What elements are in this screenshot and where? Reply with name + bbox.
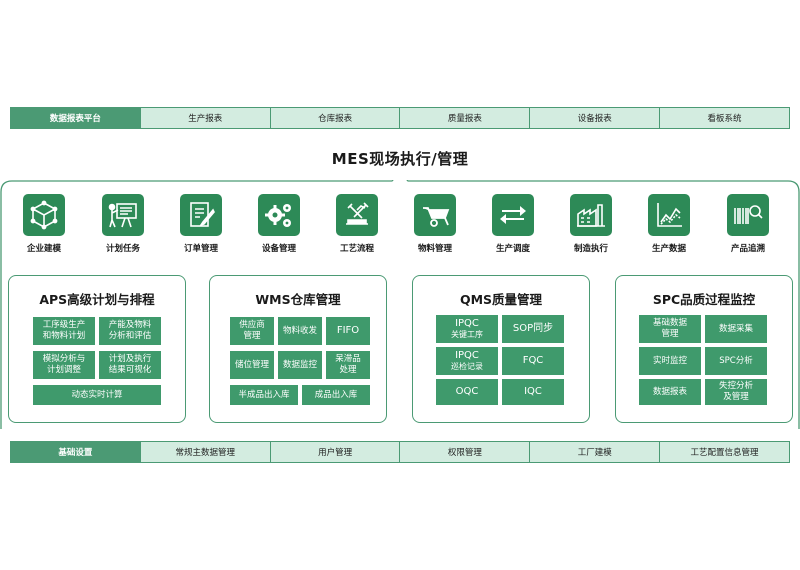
module-material-management[interactable]: 物料管理 xyxy=(409,194,461,254)
wms-box[interactable]: 储位管理 xyxy=(229,350,275,380)
mes-title: MES现场执行/管理 xyxy=(331,150,469,168)
module-production-data[interactable]: 生产数据 xyxy=(643,194,695,254)
module-label: 生产调度 xyxy=(495,244,530,254)
module-production-scheduling[interactable]: 生产调度 xyxy=(487,194,539,254)
report-kanban[interactable]: 看板系统 xyxy=(659,108,789,128)
module-label: 设备管理 xyxy=(261,244,296,254)
factory-icon xyxy=(570,194,612,236)
setting-master-data[interactable]: 常规主数据管理 xyxy=(139,442,270,462)
module-product-traceability[interactable]: 产品追溯 xyxy=(722,194,774,254)
spc-box[interactable]: 数据采集 xyxy=(704,314,768,344)
module-label: 计划任务 xyxy=(105,244,140,254)
wms-box[interactable]: FIFO xyxy=(325,316,371,346)
line-chart-icon xyxy=(648,194,690,236)
spc-box[interactable]: 基础数据管理 xyxy=(638,314,702,344)
spc-panel: SPC品质过程监控 基础数据管理 数据采集 实时监控 SPC分析 数据报表 失控… xyxy=(615,275,793,423)
swap-arrows-icon xyxy=(492,194,534,236)
module-planning-tasks[interactable]: 计划任务 xyxy=(97,194,149,254)
aps-box[interactable]: 动态实时计算 xyxy=(32,384,162,406)
report-platform-label: 数据报表平台 xyxy=(11,108,140,128)
spc-box[interactable]: 实时监控 xyxy=(638,346,702,376)
qms-box[interactable]: IQC xyxy=(501,378,565,406)
aps-panel: APS高级计划与排程 工序级生产和物料计划 产能及物料分析和评估 模拟分析与计划… xyxy=(8,275,186,423)
module-label: 制造执行 xyxy=(573,244,608,254)
spc-title: SPC品质过程监控 xyxy=(652,292,756,307)
spc-box[interactable]: 数据报表 xyxy=(638,378,702,406)
module-order-management[interactable]: 订单管理 xyxy=(175,194,227,254)
wms-panel: WMS仓库管理 供应商管理 物料收发 FIFO 储位管理 数据监控 呆滞品处理 … xyxy=(209,275,387,423)
report-platform-bar: 数据报表平台 生产报表 仓库报表 质量报表 设备报表 看板系统 xyxy=(10,107,790,129)
module-manufacturing-execution[interactable]: 制造执行 xyxy=(565,194,617,254)
aps-box[interactable]: 计划及执行结果可视化 xyxy=(98,350,162,380)
module-label: 工艺流程 xyxy=(339,244,374,254)
cube-icon xyxy=(23,194,65,236)
qms-box[interactable]: SOP同步 xyxy=(501,314,565,344)
report-equipment[interactable]: 设备报表 xyxy=(529,108,660,128)
module-label: 企业建模 xyxy=(26,244,61,254)
setting-factory-modeling[interactable]: 工厂建模 xyxy=(529,442,660,462)
qms-box[interactable]: FQC xyxy=(501,346,565,376)
module-label: 生产数据 xyxy=(651,244,686,254)
aps-title: APS高级计划与排程 xyxy=(39,292,155,307)
report-production[interactable]: 生产报表 xyxy=(139,108,270,128)
wms-box[interactable]: 供应商管理 xyxy=(229,316,275,346)
module-label: 产品追溯 xyxy=(730,244,765,254)
process-tools-icon xyxy=(336,194,378,236)
module-equipment-management[interactable]: 设备管理 xyxy=(253,194,305,254)
setting-permission-management[interactable]: 权限管理 xyxy=(399,442,530,462)
module-label: 物料管理 xyxy=(417,244,452,254)
document-edit-icon xyxy=(180,194,222,236)
gears-icon xyxy=(258,194,300,236)
module-enterprise-modeling[interactable]: 企业建模 xyxy=(18,194,70,254)
qms-title: QMS质量管理 xyxy=(459,292,543,307)
spc-box[interactable]: SPC分析 xyxy=(704,346,768,376)
barcode-search-icon xyxy=(727,194,769,236)
basic-settings-bar: 基础设置 常规主数据管理 用户管理 权限管理 工厂建模 工艺配置信息管理 xyxy=(10,441,790,463)
wms-title: WMS仓库管理 xyxy=(255,292,341,307)
wms-box[interactable]: 数据监控 xyxy=(277,350,323,380)
report-quality[interactable]: 质量报表 xyxy=(399,108,530,128)
aps-box[interactable]: 模拟分析与计划调整 xyxy=(32,350,96,380)
aps-box[interactable]: 产能及物料分析和评估 xyxy=(98,316,162,346)
qms-box[interactable]: OQC xyxy=(435,378,499,406)
wms-box[interactable]: 呆滞品处理 xyxy=(325,350,371,380)
wms-box[interactable]: 半成品出入库 xyxy=(229,384,299,406)
spc-box[interactable]: 失控分析及管理 xyxy=(704,378,768,406)
wms-box[interactable]: 成品出入库 xyxy=(301,384,371,406)
module-label: 订单管理 xyxy=(183,244,218,254)
setting-process-config[interactable]: 工艺配置信息管理 xyxy=(659,442,789,462)
setting-user-management[interactable]: 用户管理 xyxy=(269,442,400,462)
mes-frame xyxy=(0,180,800,429)
wms-box[interactable]: 物料收发 xyxy=(277,316,323,346)
presentation-board-icon xyxy=(102,194,144,236)
wheelbarrow-icon xyxy=(414,194,456,236)
module-process-flow[interactable]: 工艺流程 xyxy=(331,194,383,254)
basic-settings-label: 基础设置 xyxy=(11,442,140,462)
aps-box[interactable]: 工序级生产和物料计划 xyxy=(32,316,96,346)
report-warehouse[interactable]: 仓库报表 xyxy=(269,108,400,128)
